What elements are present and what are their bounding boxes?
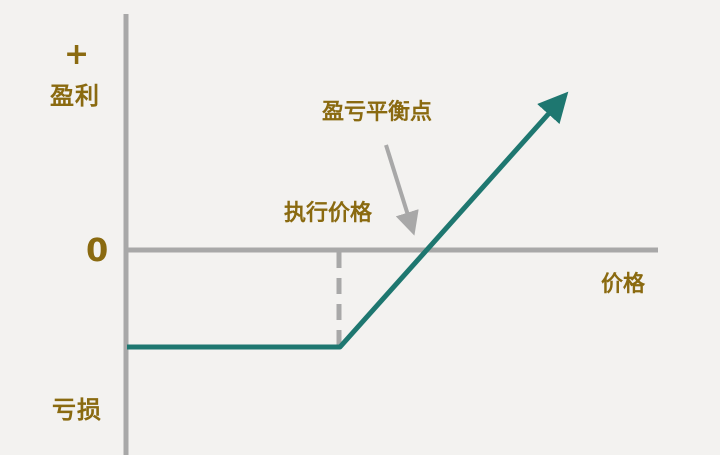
- payoff-line: [127, 91, 569, 350]
- profit-sign: +: [64, 37, 90, 72]
- breakeven-pointer-arrow: [384, 144, 419, 236]
- profit-label: 盈利: [50, 82, 100, 110]
- loss-label: 亏损: [52, 396, 102, 424]
- zero-label: 0: [86, 231, 109, 269]
- x-axis-price-label: 价格: [601, 272, 646, 297]
- strike-price-label: 执行价格: [284, 201, 373, 226]
- breakeven-label: 盈亏平衡点: [322, 100, 433, 125]
